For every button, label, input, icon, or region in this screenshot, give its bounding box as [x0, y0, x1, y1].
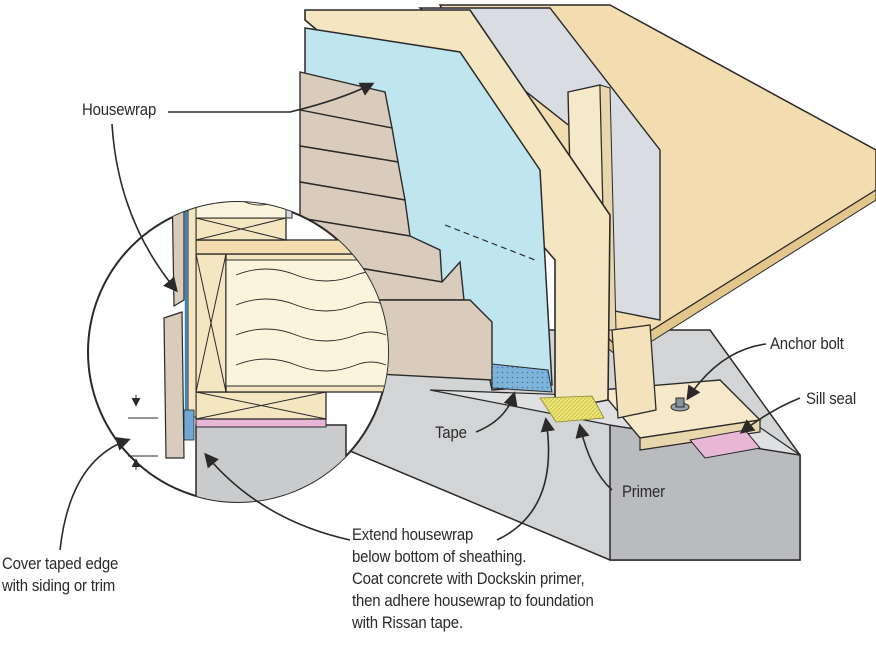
extend-note-line4: then adhere housewrap to foundation [352, 591, 594, 610]
cover-taped-edge-label: Cover taped edge with siding or trim [2, 553, 118, 597]
extend-leader-detail [204, 452, 351, 541]
housewrap-leader-detail [111, 123, 178, 293]
extend-housewrap-note: Extend housewrap below bottom of sheathi… [352, 524, 594, 634]
cover-label-line1: Cover taped edge [2, 554, 119, 573]
extend-note-line2: below bottom of sheathing. [352, 547, 527, 566]
sill-seal-leader [739, 397, 801, 434]
extend-leader-main [496, 417, 555, 541]
cover-label-line2: with siding or trim [2, 576, 116, 595]
sill-seal [689, 429, 761, 459]
housewrap-leader-main [168, 82, 375, 113]
primer-leader [575, 423, 613, 491]
tape-leader [475, 391, 518, 433]
primer-label: Primer [622, 482, 665, 501]
sill-seal-label: Sill seal [806, 389, 856, 408]
detail-callout-circle [87, 201, 389, 503]
cover-leader [59, 436, 131, 551]
tape-label: Tape [435, 423, 467, 442]
extend-note-line1: Extend housewrap [352, 525, 474, 544]
extend-note-line5: with Rissan tape. [352, 613, 463, 632]
rim-joist [611, 324, 657, 419]
seam-tape [491, 363, 553, 393]
housewrap-dashed-line [444, 224, 536, 261]
anchor-bolt [670, 397, 690, 412]
anchor-bolt-leader [686, 343, 767, 401]
primer-strip [539, 395, 605, 423]
housewrap-label: Housewrap [82, 100, 157, 119]
anchor-bolt-label: Anchor bolt [770, 334, 844, 353]
extend-note-line3: Coat concrete with Dockskin primer, [352, 569, 585, 588]
leader-lines [59, 82, 801, 551]
